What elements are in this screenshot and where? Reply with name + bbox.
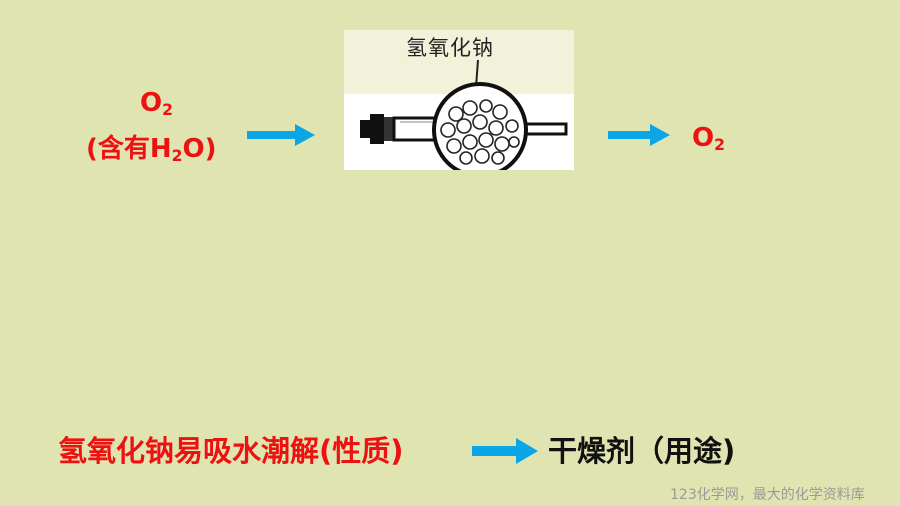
inlet-arrow-icon [247,124,315,146]
use-statement: 干燥剂（用途) [548,434,736,468]
outlet-gas-subscript: 2 [714,135,725,154]
impurity-subscript: 2 [171,146,183,165]
property-statement: 氢氧化钠易吸水潮解(性质) [58,434,404,468]
drying-tube-apparatus: 氢氧化钠 [344,30,574,170]
impurity-text-close: O) [182,134,217,164]
inlet-gas-symbol: O [140,88,163,118]
inlet-gas-subscript: 2 [162,100,173,119]
drying-tube-icon [360,59,568,170]
inlet-gas-label: O2 [140,88,173,119]
outlet-gas-symbol: O [692,123,715,153]
outlet-gas-label: O2 [692,123,725,154]
outlet-arrow-icon [608,124,670,146]
apparatus-label: 氢氧化钠 [406,36,494,60]
impurity-text-open: (含有H [86,134,172,164]
inlet-impurity-note: (含有H2O) [86,128,217,165]
property-to-use-arrow-icon [472,438,538,464]
footer-watermark: 123化学网，最大的化学资料库 [670,487,865,503]
